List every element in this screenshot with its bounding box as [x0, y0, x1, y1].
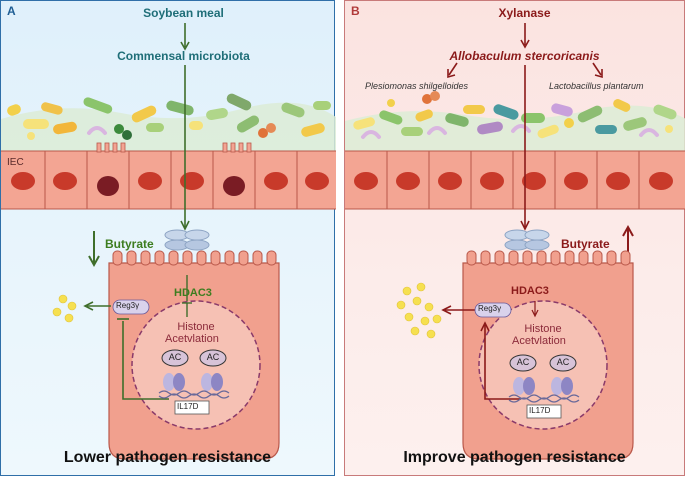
epithelium-row-b [345, 150, 685, 210]
lactobacillus-label: Lactobacillus plantarum [549, 81, 644, 91]
panel-b: B Xylanase Allobaculum stercoricanis Ple… [344, 0, 685, 476]
il17d-feedback-a [117, 318, 169, 400]
xylanase-label: Xylanase [498, 6, 551, 20]
allobaculum-label: Allobaculum stercoricanis [449, 49, 600, 63]
reg3y-arrow-a [83, 301, 111, 311]
soybean-meal-label: Soybean meal [143, 6, 224, 20]
histone-label-b: Histone [524, 323, 562, 335]
panel-b-footer: Improve pathogen resistance [403, 449, 626, 466]
il17d-label-b: IL17D [529, 406, 551, 415]
il17d-box-a [174, 400, 210, 415]
il17d-label-a: IL17D [177, 402, 199, 411]
nucleosomes-b [508, 377, 580, 403]
panel-a: A Soybean meal Commensal microbiota IEC … [0, 0, 336, 476]
butyrate-down-arrow [88, 231, 100, 268]
reg3y-pill-b [474, 302, 512, 318]
iec-label: IEC [7, 157, 24, 168]
butyrate-receptor-b [504, 229, 550, 251]
plesiomonas-label: Plesiomonas shilgelloides [365, 81, 469, 91]
arrow-microbiota-to-receptor [180, 65, 190, 231]
butyrate-receptor [164, 229, 210, 251]
nucleosomes-a [158, 373, 230, 399]
ac-label-a2: AC [206, 352, 220, 362]
il17d-box-b [526, 404, 562, 419]
ac-label-b1: AC [516, 357, 530, 367]
intestinal-cell-a [108, 250, 280, 460]
secreted-peptides-b [396, 282, 442, 339]
nucleus-b [478, 300, 608, 430]
panel-b-illustration [345, 23, 685, 460]
reg3y-arrow-b [441, 305, 521, 400]
commensal-microbiota-label: Commensal microbiota [117, 49, 250, 63]
butyrate-label-a: Butyrate [105, 237, 154, 251]
acetylation-label-a: Acetvlation [165, 333, 219, 345]
intestinal-cell-b [462, 250, 634, 460]
bacteria-cluster [7, 93, 331, 140]
hdac3-label-a: HDAC3 [174, 287, 212, 299]
hdac3-label-b: HDAC3 [511, 285, 549, 297]
panel-a-footer: Lower pathogen resistance [63, 449, 272, 466]
ac-label-a1: AC [168, 352, 182, 362]
secreted-peptides-a [52, 294, 77, 323]
panel-b-label: B [351, 4, 360, 18]
panel-a-illustration [1, 23, 336, 460]
reg3y-label-a: Reg3γ [116, 301, 140, 310]
histone-label-a: Histone [177, 321, 215, 333]
arrow-soybean-to-microbiota [180, 23, 190, 51]
reg3y-pill-a [112, 299, 150, 315]
bacteria-cluster-b [353, 91, 677, 139]
acetylation-label-b: Acetvlation [512, 335, 566, 347]
epithelium-row-a [1, 142, 336, 210]
reg3y-label-b: Reg3γ [478, 304, 502, 313]
mucus-layer [1, 102, 336, 151]
panel-a-label: A [7, 4, 16, 18]
butyrate-label-b: Butyrate [561, 237, 610, 251]
ac-label-b2: AC [556, 357, 570, 367]
